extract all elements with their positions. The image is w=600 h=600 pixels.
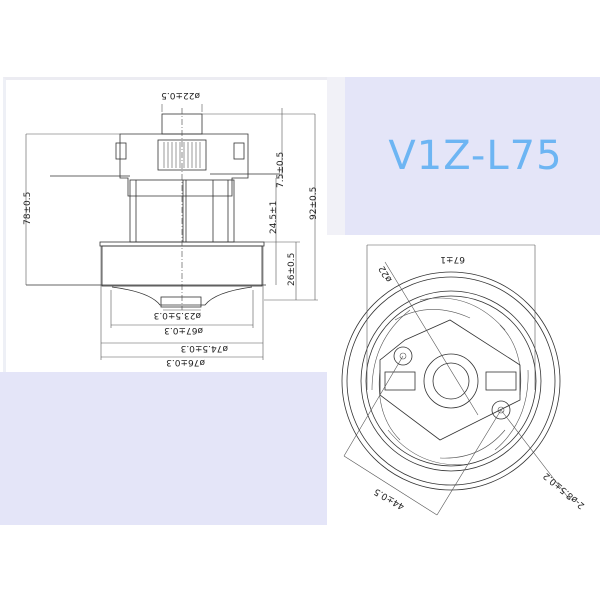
- motor-shaft-housing: [50, 113, 280, 197]
- dim-inlet-dia: ø23.5±0.3: [154, 310, 201, 320]
- dim-height-24-5: 24.5±1: [269, 201, 279, 234]
- dim-height-92: 92±0.5: [309, 187, 319, 220]
- dimension-lines: [25, 104, 318, 360]
- dim-dia-74-5: ø74.5±0.3: [181, 343, 228, 353]
- dim-holes: 2-ø8.5±0.2: [542, 470, 587, 510]
- lower-left-panel: [0, 372, 327, 525]
- dim-hole-spacing: 44±0.5: [373, 486, 407, 511]
- dim-height-78: 78±0.5: [23, 192, 33, 225]
- side-view-panel: [3, 77, 327, 372]
- dim-shaft-dia: ø22±0.5: [161, 90, 200, 100]
- dim-dia-67: ø67±0.3: [164, 325, 203, 335]
- title-panel: V1Z-L75: [345, 77, 600, 235]
- title-strip: [327, 77, 345, 235]
- dim-dia-76: ø76±0.3: [166, 357, 205, 367]
- dim-offset-7-5: 7.5±0.5: [276, 152, 286, 188]
- model-title: V1Z-L75: [388, 133, 563, 179]
- brush-plate: [379, 319, 521, 441]
- dim-width-67: 67±1: [440, 254, 465, 264]
- fan-circle: [341, 271, 561, 491]
- dim-fan-height: 26±0.5: [287, 253, 297, 286]
- top-view-dimension-lines: [343, 244, 571, 516]
